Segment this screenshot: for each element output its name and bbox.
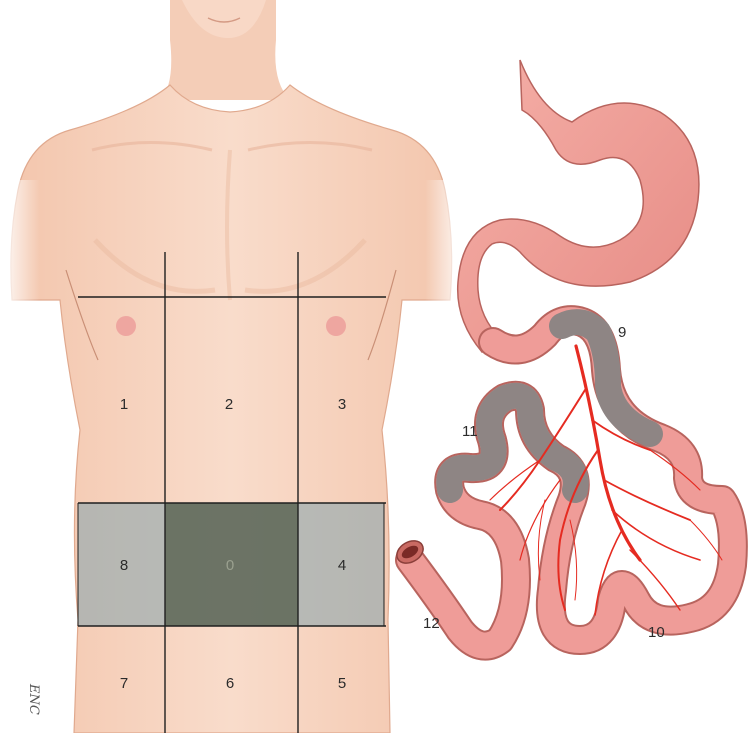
region-label-7: 7 [120, 675, 128, 692]
region-label-6: 6 [226, 675, 234, 692]
region-label-3: 3 [338, 396, 346, 413]
region-label-5: 5 [338, 675, 346, 692]
region-label-0: 0 [226, 557, 234, 574]
left-arm-fade [0, 180, 40, 340]
region-label-2: 2 [225, 396, 233, 413]
bowel-label-9: 9 [618, 324, 626, 341]
nipple-right [326, 316, 346, 336]
bowel-label-12: 12 [423, 615, 440, 632]
right-arm-fade [425, 180, 465, 340]
artist-signature: ENC [26, 683, 41, 715]
bowel-label-11: 11 [462, 423, 478, 440]
gi-tract: 9 10 11 12 [393, 60, 733, 646]
region-label-1: 1 [120, 396, 128, 413]
region-label-8: 8 [120, 557, 128, 574]
nipple-left [116, 316, 136, 336]
region-label-4: 4 [338, 557, 346, 574]
bowel-label-10: 10 [648, 624, 665, 641]
